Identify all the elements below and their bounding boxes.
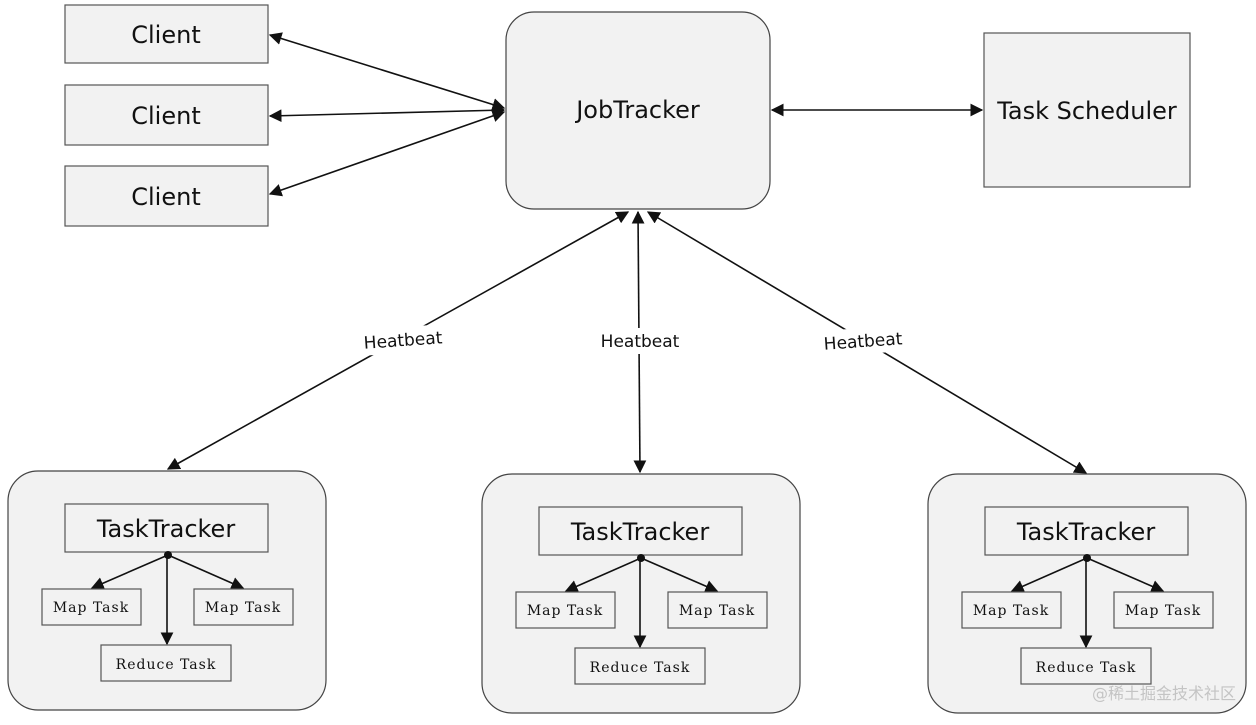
map-task-box [667, 591, 768, 629]
map-task-box [1113, 591, 1214, 629]
map-task-label: Map Task [679, 603, 755, 619]
client-jobtracker-edge [268, 32, 506, 111]
map-task-box [515, 591, 616, 629]
map-task-label: Map Task [1125, 603, 1201, 619]
reduce-task-box [574, 647, 706, 685]
map-task-label: Map Task [527, 603, 603, 619]
client-label: Client [131, 102, 200, 130]
reduce-task-label: Reduce Task [590, 660, 691, 676]
client-node: Client [64, 84, 269, 146]
subtask-edge [640, 557, 719, 593]
map-task-box [193, 588, 294, 626]
heartbeat-label: Heatbeat [820, 325, 906, 357]
task-scheduler-node: Task Scheduler [983, 32, 1191, 188]
job-tracker-label: JobTracker [574, 96, 700, 124]
reduce-task-label: Reduce Task [1036, 660, 1137, 676]
subtask-edge [167, 554, 245, 590]
client-label: Client [131, 183, 200, 211]
heartbeat-label: Heatbeat [598, 328, 682, 354]
reduce-task-box [100, 644, 232, 682]
client-jobtracker-edge [268, 109, 506, 197]
task-tracker-group: TaskTracker Map Task Map Task Reduce Tas… [927, 473, 1247, 714]
subtask-edge [1010, 557, 1088, 593]
heartbeat-text: Heatbeat [601, 332, 680, 352]
task-scheduler-label: Task Scheduler [996, 97, 1177, 125]
client-node: Client [64, 165, 269, 227]
client-jobtracker-edge [268, 103, 506, 123]
map-task-label: Map Task [973, 603, 1049, 619]
map-task-box [41, 588, 142, 626]
map-task-box [961, 591, 1062, 629]
task-tracker-box [538, 506, 743, 556]
task-tracker-label: TaskTracker [1016, 518, 1156, 546]
task-tracker-group: TaskTracker Map Task Map Task Reduce Tas… [7, 470, 327, 711]
watermark-text: @稀土掘金技术社区 [1092, 684, 1236, 703]
subtask-edge [90, 554, 169, 590]
task-tracker-box [64, 503, 269, 553]
map-task-label: Map Task [205, 600, 281, 616]
reduce-task-box [1020, 647, 1152, 685]
reduce-task-label: Reduce Task [116, 657, 217, 673]
map-task-label: Map Task [53, 600, 129, 616]
subtask-edge [564, 557, 642, 593]
heartbeat-label: Heatbeat [360, 324, 446, 356]
task-tracker-box [984, 506, 1189, 556]
task-tracker-label: TaskTracker [570, 518, 710, 546]
task-tracker-label: TaskTracker [96, 515, 236, 543]
job-tracker-node: JobTracker [505, 11, 771, 210]
client-label: Client [131, 21, 200, 49]
client-node: Client [64, 4, 269, 64]
subtask-edge [1086, 557, 1165, 593]
task-tracker-group: TaskTracker Map Task Map Task Reduce Tas… [481, 473, 801, 714]
